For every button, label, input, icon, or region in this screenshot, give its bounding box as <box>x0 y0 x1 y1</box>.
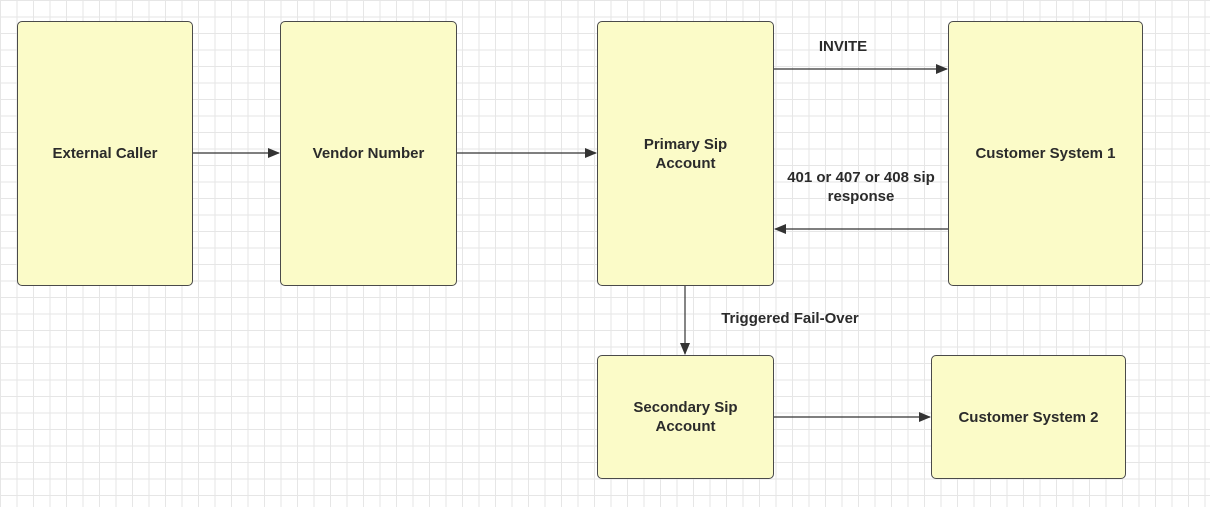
sip-response-label: 401 or 407 or 408 sip response <box>787 169 935 205</box>
external-caller-node[interactable]: External Caller <box>17 21 193 286</box>
customer-system-2-node[interactable]: Customer System 2 <box>931 355 1126 479</box>
vendor-number-node[interactable]: Vendor Number <box>280 21 457 286</box>
customer-system-1-node[interactable]: Customer System 1 <box>948 21 1143 286</box>
secondary-sip-account-node[interactable]: Secondary Sip Account <box>597 355 774 479</box>
primary-sip-account-node[interactable]: Primary Sip Account <box>597 21 774 286</box>
invite-label: INVITE <box>818 38 868 55</box>
failover-label: Triggered Fail-Over <box>721 310 859 327</box>
